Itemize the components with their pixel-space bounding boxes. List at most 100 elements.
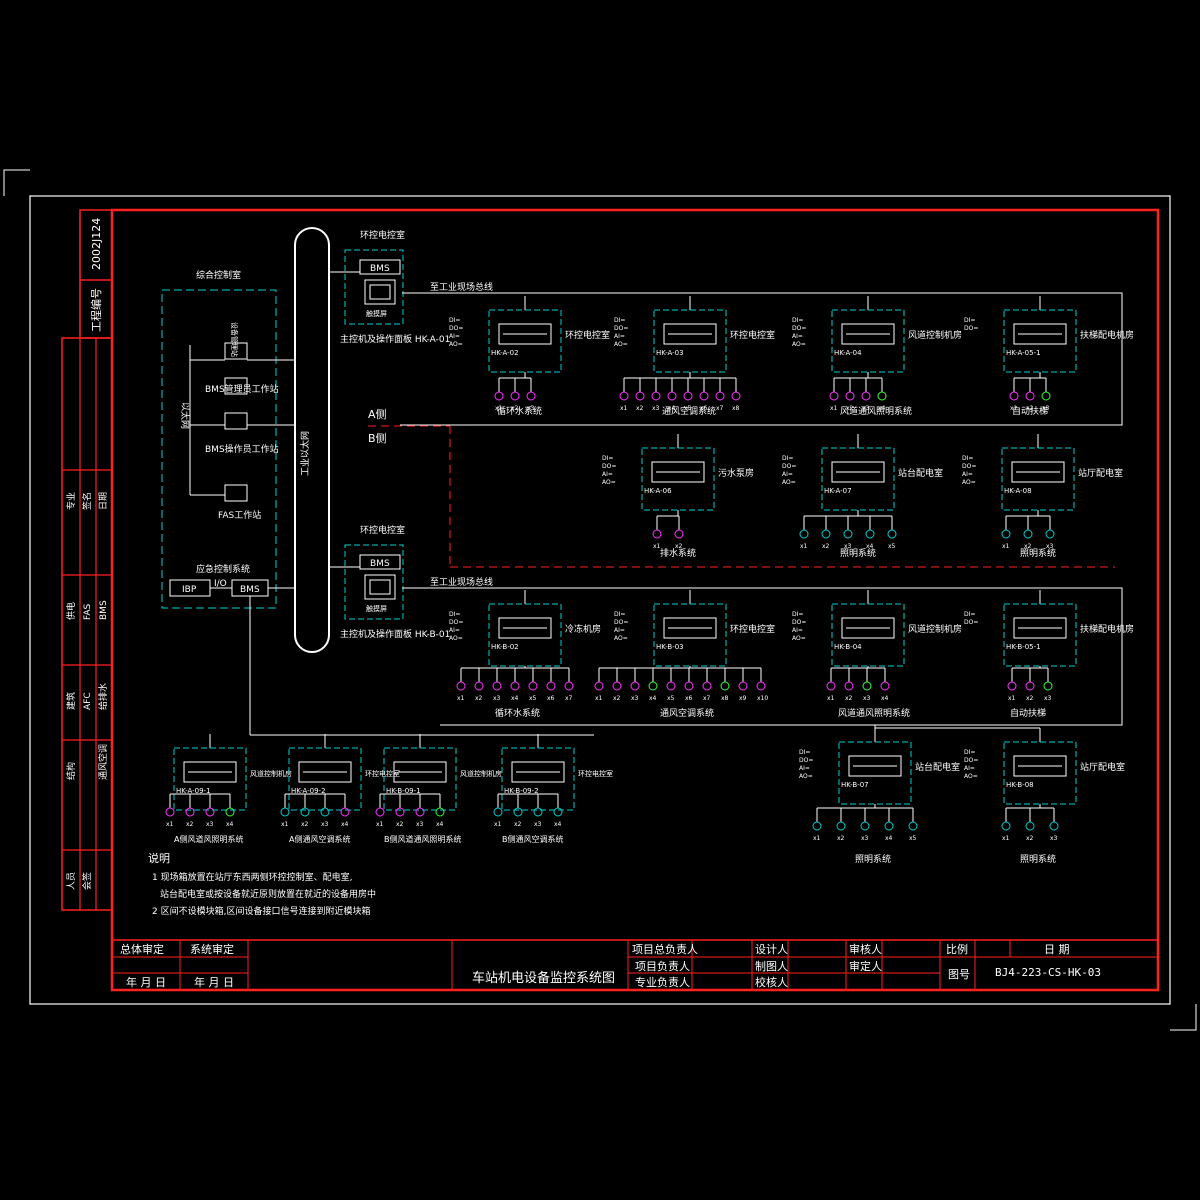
rtu-io: DI=: [799, 749, 810, 756]
system-label: 照明系统: [1020, 547, 1056, 559]
workstation-icon: [224, 377, 248, 395]
tb-system-review: 系统审定: [190, 942, 234, 956]
rtu-io: DI=: [964, 749, 975, 756]
note-2: 2 区间不设模块箱,区间设备接口信号连接到附近模块箱: [152, 905, 370, 917]
strip-label: 供电: [65, 602, 77, 620]
device-icon: [225, 807, 235, 817]
rtu-io: AI=: [782, 471, 793, 478]
device-icon: [435, 807, 445, 817]
device-count: x4: [649, 695, 657, 702]
device-count: x1: [281, 821, 289, 828]
rtu-room: 环控电控室: [578, 769, 613, 778]
device-icon: [1007, 681, 1017, 691]
system-label: 通风空调系统: [660, 707, 714, 719]
device-count: x4: [866, 543, 874, 550]
system-label: 循环水系统: [497, 405, 542, 417]
device-icon: [280, 807, 290, 817]
rtu-io: AI=: [792, 333, 803, 340]
rtu-io: DO=: [449, 325, 463, 332]
device-count: x7: [703, 695, 711, 702]
rtu-io: DI=: [449, 317, 460, 324]
rtu-code: HK-B-07: [841, 781, 869, 789]
rtu-room: 冷冻机房: [565, 623, 601, 635]
system-label: B侧通风空调系统: [502, 834, 564, 844]
rtu-code: HK-B-04: [834, 643, 862, 651]
device-count: x4: [668, 405, 676, 412]
device-count: x8: [721, 695, 729, 702]
notes: 说明 1 现场箱放置在站厅东西两侧环控控制室、配电室, 站台配电室或按设备就近原…: [148, 851, 376, 917]
notes-heading: 说明: [148, 851, 170, 865]
touch-screen-icon: [364, 279, 396, 305]
system-label: 照明系统: [855, 853, 891, 865]
rtu-io: AO=: [962, 479, 976, 486]
rtu-room: 站厅配电室: [1078, 467, 1123, 479]
rtu-io: AI=: [449, 627, 460, 634]
plc-caption: 主控机及操作面板 HK-A-01: [340, 333, 450, 345]
device-icon: [320, 807, 330, 817]
rtu-io: DO=: [964, 325, 978, 332]
rtu-enclosure: [653, 603, 727, 667]
device-count: x4: [511, 695, 519, 702]
rtu-module-box: [841, 323, 895, 345]
rtu-room: 环控电控室: [565, 329, 610, 341]
device-icon: [684, 681, 694, 691]
system-label: 通风空调系统: [662, 405, 716, 417]
rtu-module-box: [1011, 461, 1065, 483]
io-label: I/O: [214, 579, 227, 589]
device-icon: [648, 681, 658, 691]
rtu-code: HK-B-03: [656, 643, 684, 651]
device-count: x4: [885, 835, 893, 842]
device-icon: [1025, 681, 1035, 691]
device-icon: [494, 391, 504, 401]
rtu-enclosure: [653, 309, 727, 373]
device-count: x4: [226, 821, 234, 828]
rtu-io: AI=: [614, 627, 625, 634]
device-icon: [546, 681, 556, 691]
device-count: x1: [653, 543, 661, 550]
rtu-io: DO=: [964, 619, 978, 626]
device-icon: [845, 391, 855, 401]
rtu-io: AO=: [964, 773, 978, 780]
plc-screen-label: 触摸屏: [366, 604, 387, 613]
device-icon: [699, 391, 709, 401]
device-count: x2: [301, 821, 309, 828]
rtu-io: AO=: [602, 479, 616, 486]
ibp-label: IBP: [182, 585, 197, 595]
tb-drawing-no-label: 图号: [948, 968, 970, 981]
system-label: 照明系统: [840, 547, 876, 559]
rtu-io: DO=: [782, 463, 796, 470]
strip-label: AFC: [83, 692, 93, 710]
strip-label: 结构: [65, 762, 77, 780]
rtu-io: DO=: [792, 619, 806, 626]
device-icon: [887, 529, 897, 539]
emergency-label: 应急控制系统: [196, 563, 250, 575]
device-icon: [1025, 391, 1035, 401]
device-count: x2: [636, 405, 644, 412]
device-icon: [1041, 391, 1051, 401]
device-count: x1: [166, 821, 174, 828]
device-icon: [908, 821, 918, 831]
device-count: x7: [565, 695, 573, 702]
rtu-io: AI=: [614, 333, 625, 340]
device-icon: [205, 807, 215, 817]
rtu-io: DO=: [792, 325, 806, 332]
device-icon: [375, 807, 385, 817]
device-count: x1: [830, 405, 838, 412]
rtu-io: AO=: [449, 635, 463, 642]
device-icon: [1043, 681, 1053, 691]
system-label: B侧风道通风照明系统: [384, 834, 462, 844]
rtu-module-box: [651, 461, 705, 483]
device-count: x2: [1026, 695, 1034, 702]
device-icon: [185, 807, 195, 817]
device-icon: [884, 821, 894, 831]
device-count: x3: [416, 821, 424, 828]
device-icon: [1009, 391, 1019, 401]
rtu-enclosure: [1003, 603, 1077, 667]
device-count: x3: [1042, 405, 1050, 412]
